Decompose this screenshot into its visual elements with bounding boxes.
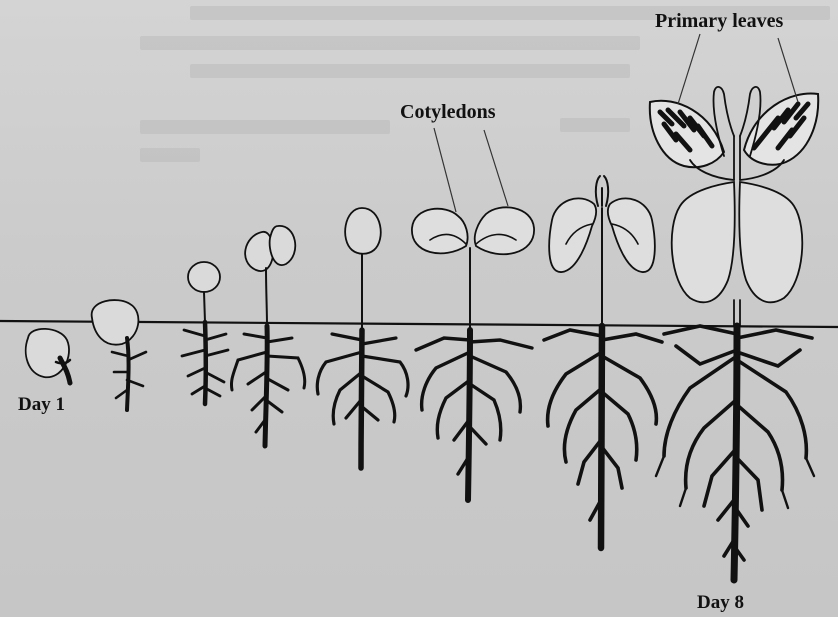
seedling-stage-5: [317, 208, 408, 468]
primary-leaves-label: Primary leaves: [655, 10, 783, 33]
seedling-stage-1: [26, 329, 70, 383]
seedling-stage-8: [650, 87, 818, 580]
primary-leaves-pointer: [678, 34, 798, 104]
seedling-stage-7: [544, 176, 662, 548]
cotyledons-label: Cotyledons: [400, 101, 496, 124]
seedling-stage-3: [182, 262, 228, 404]
day-8-label: Day 8: [697, 592, 744, 614]
day-1-label: Day 1: [18, 394, 65, 416]
seedling-stage-6: [412, 207, 534, 500]
cotyledons-pointer: [434, 128, 508, 212]
seedling-stage-2: [92, 300, 146, 410]
seedling-stage-4: [231, 226, 304, 446]
